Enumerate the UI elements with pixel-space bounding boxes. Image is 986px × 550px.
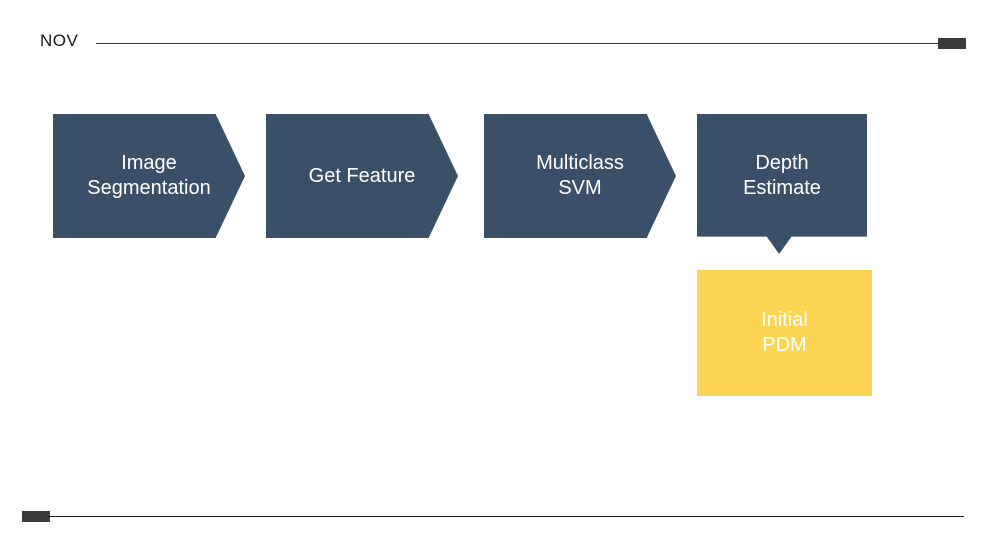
rule-end-cap-icon <box>938 38 966 49</box>
process-stage-get-feature[interactable]: Get Feature <box>266 114 458 238</box>
process-stage-label: Initial PDM <box>761 309 808 356</box>
process-stage-multiclass-svm[interactable]: Multiclass SVM <box>484 114 676 238</box>
page-title: NOV <box>40 31 79 50</box>
rule-start-cap-icon <box>22 511 50 522</box>
header-divider <box>96 43 941 44</box>
process-stage-label: Get Feature <box>308 164 416 187</box>
process-stage-label: Depth Estimate <box>743 152 821 199</box>
process-stage-initial-pdm[interactable]: Initial PDM <box>697 270 872 396</box>
process-stage-label: Image Segmentation <box>87 152 211 199</box>
process-stage-depth-estimate[interactable]: Depth Estimate <box>697 114 867 254</box>
process-stage-label: Multiclass SVM <box>536 152 624 199</box>
process-stage-image-segmentation[interactable]: Image Segmentation <box>53 114 245 238</box>
footer-divider <box>48 516 964 517</box>
